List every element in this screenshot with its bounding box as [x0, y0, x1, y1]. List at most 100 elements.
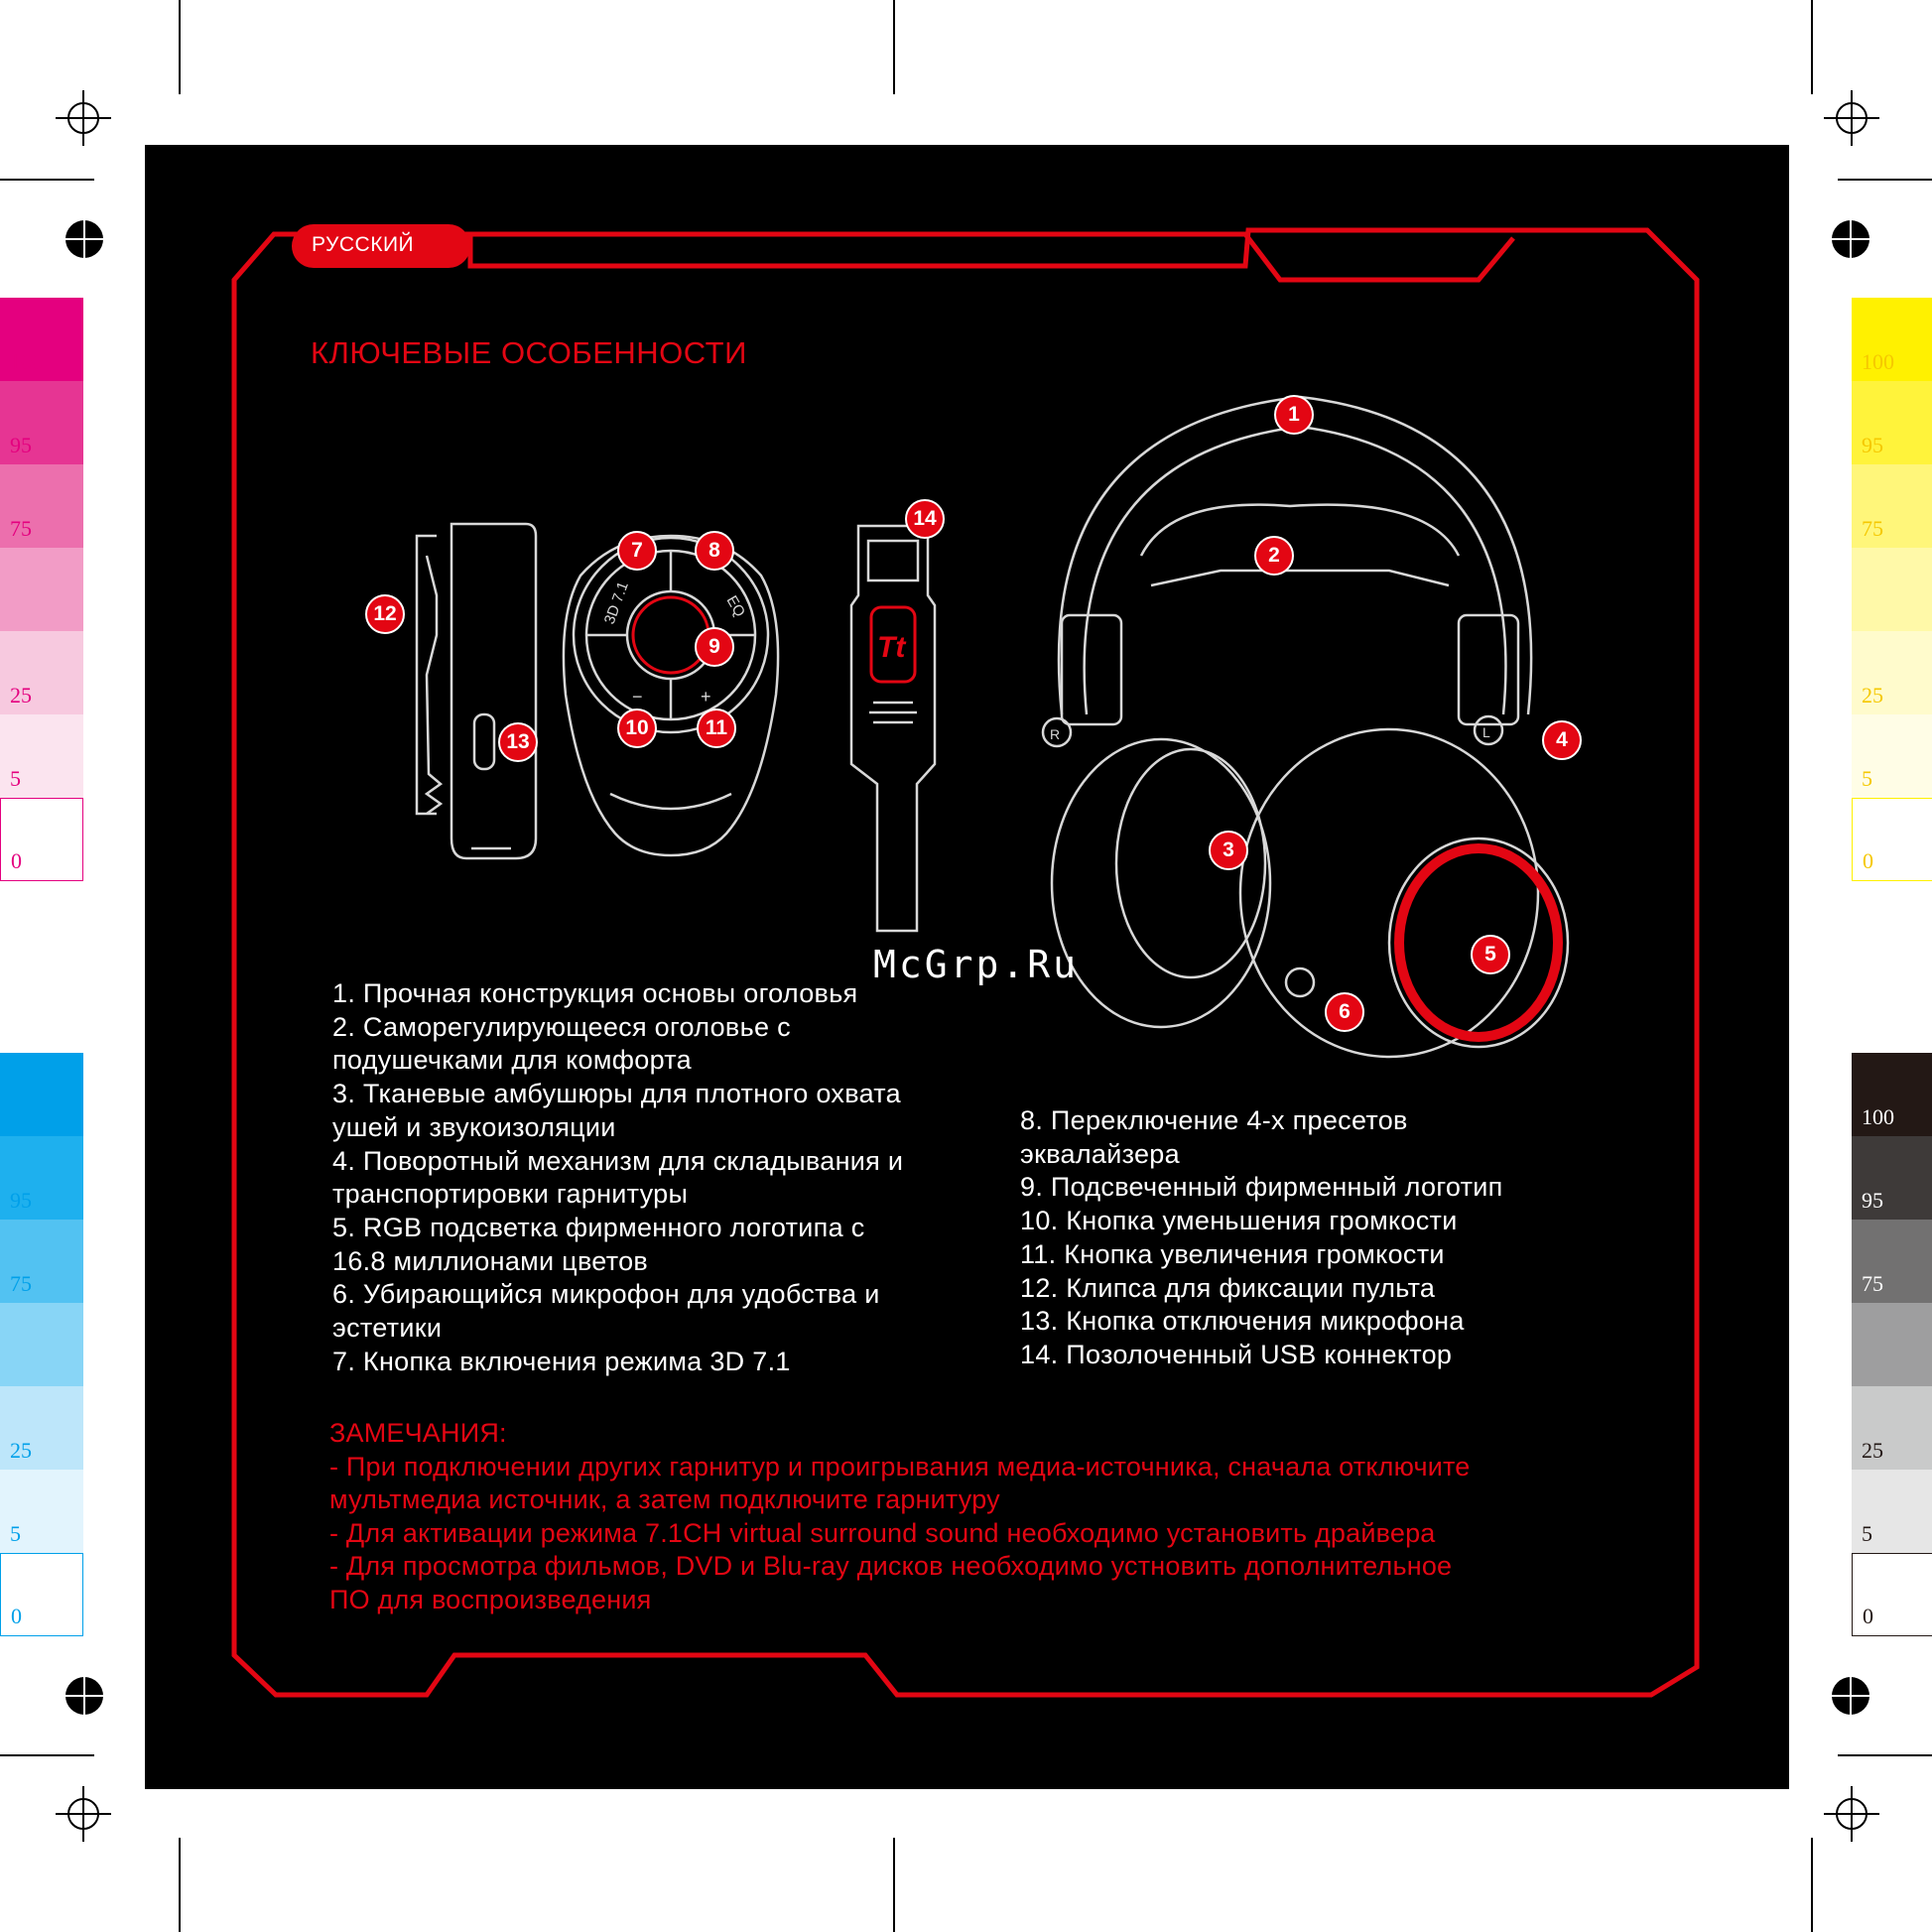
swatch-label: 100 [10, 349, 43, 374]
callout-badge: 1 [1274, 395, 1314, 435]
crop-mark [1811, 1838, 1813, 1932]
color-swatch [1852, 548, 1932, 631]
callout-badge: 6 [1325, 992, 1364, 1032]
color-swatch: 75 [0, 1220, 83, 1303]
swatch-label: 95 [1862, 433, 1883, 457]
color-swatch [1852, 1303, 1932, 1386]
usb-logo: Tt [877, 631, 907, 664]
list-item: 11. Кнопка увеличения громкости [1020, 1238, 1445, 1269]
color-swatch: 75 [1852, 1220, 1932, 1303]
color-bar-black: 100 95 75 25 5 0 [1852, 1053, 1932, 1636]
color-swatch: 95 [1852, 1136, 1932, 1220]
swatch-label: 95 [1862, 1188, 1883, 1213]
swatch-label: 95 [10, 433, 32, 457]
color-swatch: 25 [1852, 1386, 1932, 1470]
swatch-label: 5 [10, 766, 21, 791]
swatch-label: 5 [1862, 1521, 1872, 1546]
eq-label: EQ [723, 593, 749, 620]
callout-badge: 7 [617, 531, 657, 571]
crop-mark [893, 0, 895, 94]
list-item: мультмедиа источник, а затем подключите … [329, 1484, 1000, 1514]
language-tab: РУССКИЙ [292, 224, 470, 268]
color-swatch [0, 1303, 83, 1386]
swatch-label: 95 [10, 1188, 32, 1213]
notes-title: ЗАМЕЧАНИЯ: [329, 1418, 507, 1448]
list-item: подушечками для комфорта [332, 1045, 692, 1076]
color-swatch: 100 [1852, 1053, 1932, 1136]
color-swatch: 95 [1852, 381, 1932, 464]
color-swatch: 100 [0, 1053, 83, 1136]
swatch-label: 75 [1862, 1271, 1883, 1296]
callout-badge: 4 [1542, 720, 1582, 760]
swatch-label: 5 [1862, 766, 1872, 791]
callout-badge: 11 [697, 708, 736, 748]
swatch-label: 100 [1862, 1104, 1894, 1129]
color-swatch: 5 [0, 714, 83, 798]
swatch-label: 25 [1862, 1438, 1883, 1463]
callout-badge: 5 [1471, 935, 1510, 974]
color-swatch: 5 [1852, 1470, 1932, 1553]
crop-mark [1838, 1754, 1932, 1756]
crop-mark [1838, 179, 1932, 181]
registration-mark-icon [1824, 1786, 1879, 1842]
notes-section: ЗАМЕЧАНИЯ: - При подключении других гарн… [329, 1417, 1471, 1616]
list-item: - При подключении других гарнитур и прои… [329, 1451, 1471, 1481]
page-sheet [145, 145, 1789, 1789]
list-item: - Для просмотра фильмов, DVD и Blu-ray д… [329, 1551, 1453, 1581]
color-swatch: 25 [0, 1386, 83, 1470]
color-swatch: 0 [0, 798, 83, 881]
list-item: 16.8 миллионами цветов [332, 1245, 649, 1276]
list-item: эстетики [332, 1313, 443, 1344]
list-item: 1. Прочная конструкция основы оголовья [332, 978, 858, 1008]
registration-mark-icon [56, 1786, 111, 1842]
callout-badge: 2 [1254, 536, 1294, 576]
swatch-label: 75 [1862, 516, 1883, 541]
swatch-label: 25 [1862, 683, 1883, 708]
ear-r-label: R [1050, 726, 1060, 742]
color-swatch: 95 [0, 1136, 83, 1220]
swatch-label: 25 [10, 1438, 32, 1463]
callout-badge: 10 [617, 708, 657, 748]
swatch-label: 75 [10, 1271, 32, 1296]
volume-plus-label: + [701, 687, 711, 707]
list-item: 13. Кнопка отключения микрофона [1020, 1306, 1465, 1337]
callout-badge: 9 [695, 627, 734, 667]
crop-mark [179, 0, 181, 94]
watermark: McGrp.Ru [873, 943, 1080, 986]
list-item: 9. Подсвеченный фирменный логотип [1020, 1172, 1503, 1203]
crop-mark [1811, 0, 1813, 94]
swatch-label: 25 [10, 683, 32, 708]
registration-mark-icon [56, 90, 111, 146]
color-bar-magenta: 100 95 75 25 5 0 [0, 298, 83, 881]
swatch-label: 0 [1863, 1604, 1873, 1628]
list-item: 6. Убирающийся микрофон для удобства и [332, 1279, 880, 1310]
list-item: эквалайзера [1020, 1138, 1180, 1169]
list-item: 7. Кнопка включения режима 3D 7.1 [332, 1346, 791, 1376]
list-item: транспортировки гарнитуры [332, 1179, 689, 1210]
crop-mark [0, 179, 94, 181]
color-swatch: 100 [1852, 298, 1932, 381]
volume-minus-label: − [632, 687, 643, 707]
register-dot-icon [65, 1677, 103, 1715]
color-swatch: 0 [0, 1553, 83, 1636]
color-swatch: 100 [0, 298, 83, 381]
swatch-label: 100 [1862, 349, 1894, 374]
list-item: - Для активации режима 7.1CH virtual sur… [329, 1517, 1436, 1548]
list-item: 10. Кнопка уменьшения громкости [1020, 1206, 1458, 1236]
color-swatch: 5 [1852, 714, 1932, 798]
swatch-label: 75 [10, 516, 32, 541]
language-tab-label: РУССКИЙ [312, 233, 415, 256]
callout-badge: 14 [905, 499, 945, 539]
registration-mark-icon [1824, 90, 1879, 146]
callout-badge: 8 [695, 531, 734, 571]
list-item: 5. RGB подсветка фирменного логотипа с [332, 1212, 865, 1242]
register-dot-icon [65, 220, 103, 258]
list-item: 12. Клипса для фиксации пульта [1020, 1272, 1436, 1303]
ear-l-label: L [1482, 724, 1490, 740]
